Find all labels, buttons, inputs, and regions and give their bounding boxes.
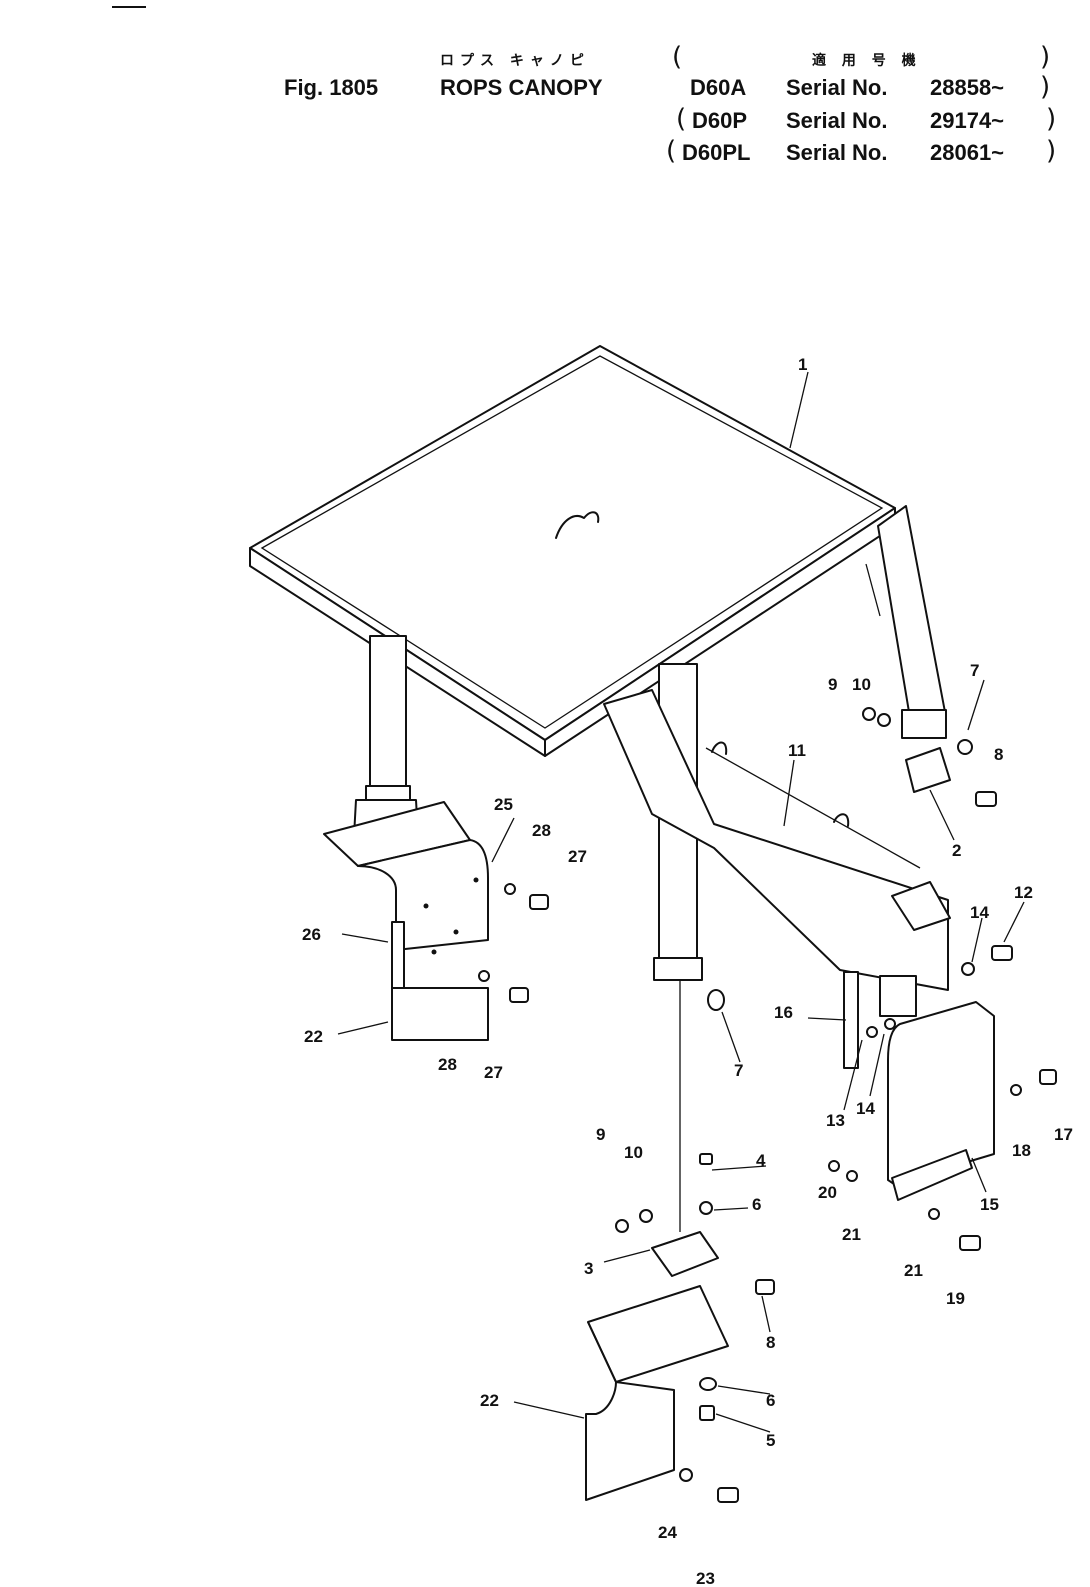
left-paren-1: ( [672, 42, 683, 72]
callout-22b: 22 [480, 1391, 499, 1410]
callout-24: 24 [658, 1523, 677, 1542]
right-paren-1b: ) [1040, 72, 1051, 102]
right-paren-3: ) [1046, 136, 1057, 166]
figure-label: Fig. 1805 [284, 75, 379, 100]
callout-9a: 9 [828, 675, 837, 694]
serial-1: 28858~ [930, 75, 1005, 100]
callout-6b: 6 [766, 1391, 775, 1410]
katakana-title: ロプス キャノピ [440, 52, 590, 68]
post-left-rear [353, 635, 419, 837]
callout-17: 17 [1054, 1125, 1073, 1144]
fasteners [478, 707, 1057, 1503]
leader-lines [337, 371, 1025, 1433]
callout-23: 23 [696, 1569, 715, 1587]
right-paren-1: ) [1040, 42, 1051, 72]
serial-3: 28061~ [930, 140, 1005, 165]
corner-mark [112, 6, 146, 8]
serial-2: 29174~ [930, 108, 1005, 133]
callout-4: 4 [756, 1151, 766, 1170]
callout-19: 19 [946, 1289, 965, 1308]
bracket-left [323, 801, 489, 1041]
serial-label-1: Serial No. [786, 75, 888, 100]
serial-label-2: Serial No. [786, 108, 888, 133]
right-paren-2: ) [1046, 104, 1057, 134]
callout-28a: 28 [532, 821, 551, 840]
callout-11: 11 [788, 741, 806, 760]
callout-8a: 8 [994, 745, 1003, 764]
callout-15: 15 [980, 1195, 999, 1214]
post-right-rear [865, 505, 947, 739]
callout-21b: 21 [904, 1261, 923, 1280]
serial-label-3: Serial No. [786, 140, 888, 165]
callout-12: 12 [1014, 883, 1033, 902]
callout-9b: 9 [596, 1125, 605, 1144]
callout-16: 16 [774, 1003, 793, 1022]
callout-5: 5 [766, 1431, 775, 1450]
callout-21a: 21 [842, 1225, 861, 1244]
callouts: 1 2 3 4 5 6 6 7 7 8 8 9 9 10 10 11 12 13… [302, 355, 1073, 1587]
left-paren-2: ( [676, 104, 687, 134]
mount-bracket-2 [905, 747, 951, 793]
callout-6a: 6 [752, 1195, 761, 1214]
callout-26: 26 [302, 925, 321, 944]
figure-title: ROPS CANOPY [440, 75, 603, 100]
applicable-models-label: 適 用 号 機 [812, 52, 922, 68]
callout-3: 3 [584, 1259, 593, 1278]
callout-8b: 8 [766, 1333, 775, 1352]
callout-10a: 10 [852, 675, 871, 694]
callout-14b: 14 [856, 1099, 875, 1118]
callout-2: 2 [952, 841, 961, 860]
callout-13: 13 [826, 1111, 845, 1130]
bracket-22-lower [585, 1285, 729, 1501]
callout-14a: 14 [970, 903, 989, 922]
side-rail [603, 689, 951, 991]
callout-22a: 22 [304, 1027, 323, 1046]
mount-bracket-3 [651, 1231, 719, 1277]
model-3: D60PL [682, 140, 751, 165]
callout-28b: 28 [438, 1055, 457, 1074]
cover-plate [887, 1001, 995, 1201]
callout-7b: 7 [734, 1061, 743, 1080]
callout-18: 18 [1012, 1141, 1031, 1160]
bracket-16 [843, 971, 917, 1069]
model-1: D60A [690, 75, 747, 100]
callout-27b: 27 [484, 1063, 503, 1082]
callout-20: 20 [818, 1183, 837, 1202]
canopy-roof [249, 345, 896, 757]
callout-1: 1 [798, 355, 807, 374]
model-2: D60P [692, 108, 748, 133]
callout-25: 25 [494, 795, 513, 814]
callout-10b: 10 [624, 1143, 643, 1162]
left-paren-3: ( [666, 136, 677, 166]
callout-7a: 7 [970, 661, 979, 680]
callout-27a: 27 [568, 847, 587, 866]
